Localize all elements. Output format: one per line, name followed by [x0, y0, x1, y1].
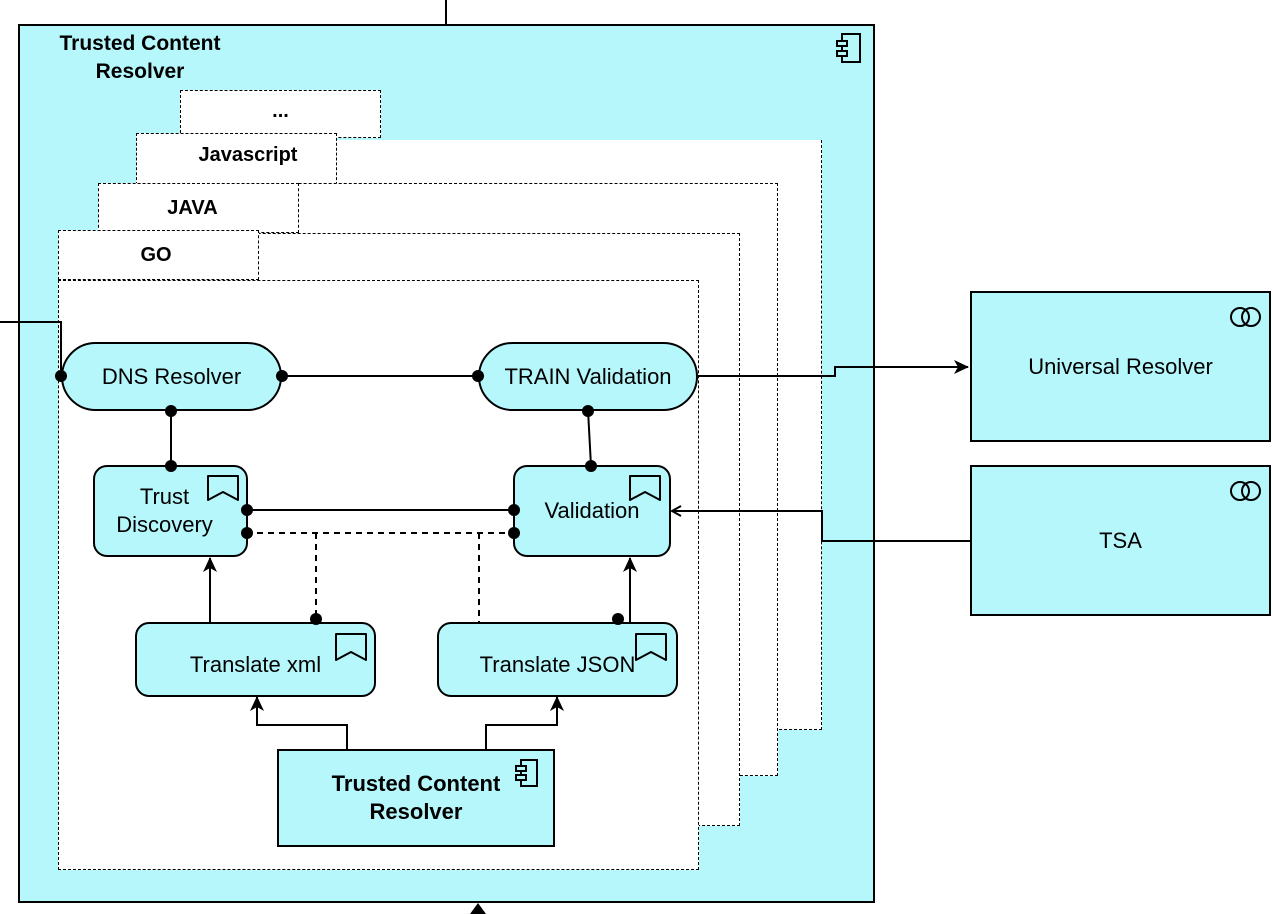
- translate-xml-icon: [334, 632, 368, 664]
- tsa-validation-arrow: [672, 511, 970, 542]
- component-xml-arrow: [250, 696, 348, 750]
- tsa-service[interactable]: TSA: [970, 465, 1271, 616]
- universal-resolver-icon: [1228, 305, 1264, 329]
- component-json-arrow: [485, 696, 564, 750]
- translate-json-label: Translate JSON: [479, 651, 636, 677]
- train-validation-label: TRAIN Validation: [504, 363, 672, 389]
- tab-java[interactable]: [98, 183, 299, 233]
- trust-discovery-icon: [206, 474, 240, 504]
- train-validation-line: [587, 409, 592, 467]
- validation-icon: [628, 474, 662, 504]
- train-universal-arrow: [698, 360, 969, 377]
- dns-resolver[interactable]: DNS Resolver: [61, 342, 282, 411]
- inner-component-label: Trusted Content Resolver: [331, 771, 501, 824]
- translate-json-icon: [634, 632, 668, 664]
- tab-javascript[interactable]: [136, 133, 337, 185]
- tab-ellipsis-label: ...: [272, 99, 289, 122]
- tab-go-label: GO: [140, 243, 172, 266]
- left-connector-line: [0, 321, 62, 376]
- tsa-icon: [1228, 479, 1264, 503]
- bottom-arrow-head: [470, 903, 486, 914]
- tab-java-label: JAVA: [167, 196, 218, 219]
- inner-component[interactable]: Trusted Content Resolver: [277, 749, 555, 847]
- tab-javascript-label: Javascript: [198, 143, 298, 166]
- tsa-label: TSA: [1099, 527, 1142, 553]
- universal-resolver-service[interactable]: Universal Resolver: [970, 291, 1271, 442]
- validation-label: Validation: [544, 498, 640, 523]
- outer-component-icon: [834, 32, 864, 66]
- universal-resolver-label: Universal Resolver: [1028, 353, 1213, 379]
- trust-discovery-label: Trust Discovery: [116, 484, 213, 537]
- train-validation[interactable]: TRAIN Validation: [478, 342, 698, 411]
- tab-go[interactable]: [58, 230, 259, 280]
- translate-xml-label: Translate xml: [189, 651, 322, 677]
- dns-resolver-label: DNS Resolver: [101, 363, 242, 389]
- inner-component-icon: [513, 758, 541, 790]
- outer-component-title: Trusted Content Resolver: [59, 32, 221, 83]
- trust-discovery[interactable]: Trust Discovery: [93, 465, 248, 557]
- tab-ellipsis[interactable]: [180, 90, 381, 138]
